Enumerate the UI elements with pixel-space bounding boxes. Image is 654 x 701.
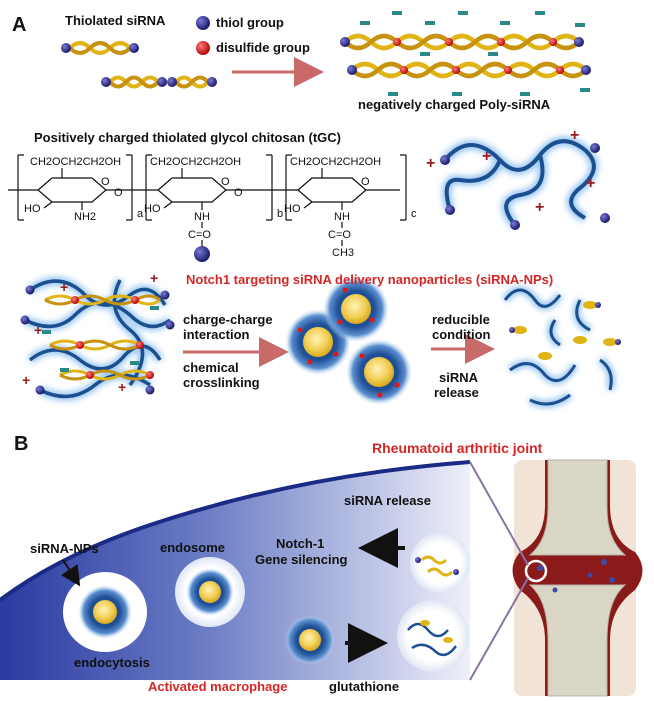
glutathione-label: glutathione (329, 679, 400, 694)
sirna-helix (61, 41, 139, 55)
notch1-label: Notch-1 (276, 536, 325, 551)
cell-membrane (0, 460, 471, 602)
release-vesicle (410, 533, 470, 593)
svg-text:+: + (586, 175, 595, 192)
nanoparticle (78, 585, 132, 639)
svg-text:+: + (118, 379, 126, 395)
degraded-vesicle (397, 600, 469, 672)
sirna-release-b: siRNA release (344, 493, 431, 508)
joint-title: Rheumatoid arthritic joint (372, 440, 543, 456)
svg-text:+: + (535, 199, 544, 216)
poly-sirna-label: negatively charged Poly-siRNA (358, 97, 551, 112)
negative-charges (360, 11, 590, 96)
chem-label: CH2OCH2CH2OH (30, 156, 121, 168)
crosslinking-label: chemical (183, 360, 239, 375)
positive-charges: + + + + + (426, 127, 595, 216)
nanoparticle-cluster (285, 276, 412, 405)
zoom-line-top (469, 461, 529, 566)
svg-text:+: + (22, 372, 30, 388)
reducible-label: condition (432, 327, 491, 342)
gene-silencing-label: Gene silencing (255, 552, 348, 567)
sirna-nps-label: siRNA-NPs (30, 541, 99, 556)
panel-a-letter: A (12, 14, 27, 36)
thiol-bead (194, 246, 210, 262)
svg-text:+: + (60, 279, 68, 295)
macrophage-label: Activated macrophage (148, 679, 288, 694)
chem-label: O (361, 176, 370, 188)
released-sirna (509, 301, 621, 360)
sirna-release-label: release (434, 385, 479, 400)
tgc-structure (8, 154, 407, 246)
disulfide-legend-dot (196, 41, 210, 55)
panel-b-letter: B (14, 433, 29, 455)
svg-text:+: + (426, 155, 435, 172)
zoom-line-bottom (469, 577, 529, 681)
endosome-label: endosome (160, 540, 226, 555)
charge-interaction-label: interaction (183, 327, 250, 342)
svg-text:+: + (482, 148, 491, 165)
chem-label: O (221, 176, 230, 188)
tgc-polymer-coil (440, 136, 610, 230)
disulfide-legend-label: disulfide group (216, 40, 310, 55)
thiol-legend-label: thiol group (216, 15, 284, 30)
chem-label: O (114, 187, 123, 199)
chem-label: HO (24, 203, 41, 215)
thiolated-sirna-label: Thiolated siRNA (65, 13, 166, 28)
np-title: Notch1 targeting siRNA delivery nanopart… (186, 272, 554, 287)
poly-sirna-strands (340, 33, 591, 79)
chem-label: CH2OCH2CH2OH (150, 156, 241, 168)
tgc-title: Positively charged thiolated glycol chit… (34, 130, 341, 145)
chem-label: NH (194, 211, 210, 223)
crosslinking-label: crosslinking (183, 375, 260, 390)
chem-label: CH2OCH2CH2OH (290, 156, 381, 168)
svg-text:+: + (570, 127, 579, 144)
chem-label: C=O (188, 229, 211, 241)
sirna-helix (167, 75, 217, 89)
chem-label: HO (144, 203, 161, 215)
complex-mesh (20, 276, 175, 401)
chem-label: C=O (328, 229, 351, 241)
thiol-legend-dot (196, 16, 210, 30)
sirna-release-label: siRNA (439, 370, 479, 385)
chem-label: CH3 (332, 247, 354, 259)
charge-interaction-label: charge-charge (183, 312, 273, 327)
uptake-arrow (60, 559, 81, 587)
reducible-label: reducible (432, 312, 490, 327)
chem-label: O (234, 187, 243, 199)
endocytosis-label: endocytosis (74, 655, 150, 670)
chem-label: NH (334, 211, 350, 223)
endosome-vesicle (175, 557, 245, 627)
chem-label: NH2 (74, 211, 96, 223)
chem-label: HO (284, 203, 301, 215)
mesh-charges: + + + + + (22, 270, 159, 395)
svg-text:+: + (150, 270, 158, 286)
subscript-c: c (411, 208, 417, 220)
thiolated-sirna-group (61, 41, 217, 89)
subscript-b: b (277, 208, 283, 220)
nanoparticle (323, 276, 389, 342)
svg-text:+: + (34, 322, 42, 338)
nanoparticle (285, 615, 335, 665)
released-polymer (501, 286, 621, 408)
joint-illustration (512, 459, 643, 697)
subscript-a: a (137, 208, 144, 220)
sirna-helix (101, 75, 167, 89)
chem-label: O (101, 176, 110, 188)
